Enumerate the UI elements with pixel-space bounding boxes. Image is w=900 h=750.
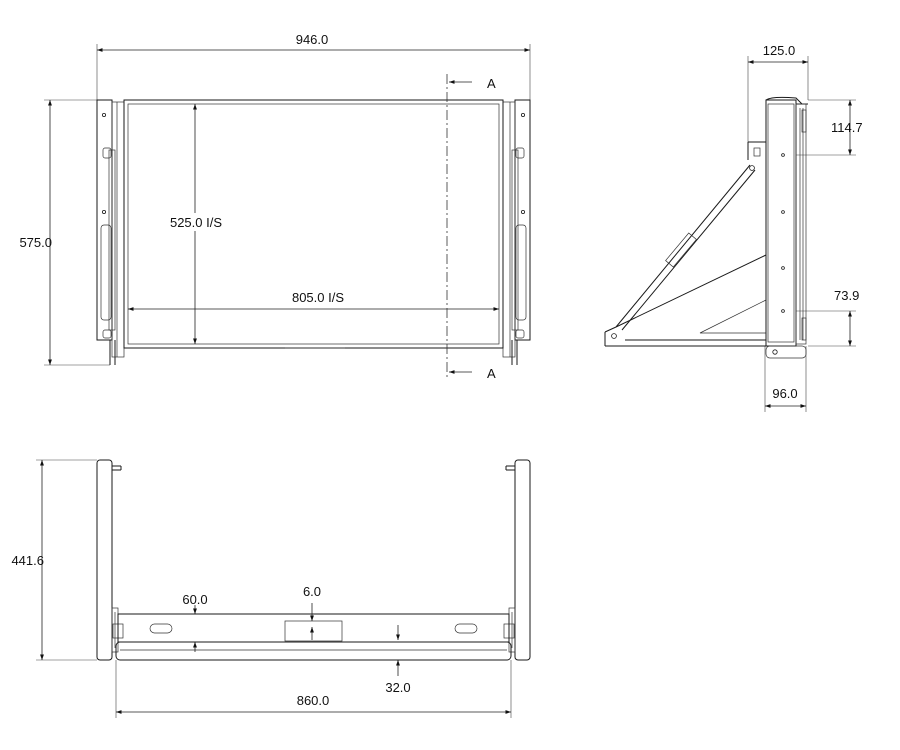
top-overall-depth-label: 441.6 <box>11 553 44 568</box>
side-depth-bottom-label: 96.0 <box>772 386 797 401</box>
front-view: 946.0 575.0 <box>19 32 531 381</box>
section-label-top: A <box>487 76 496 91</box>
side-top-offset-label: 114.7 <box>831 120 863 135</box>
side-depth-top-label: 125.0 <box>763 43 796 58</box>
side-depth-bottom-dimension: 96.0 <box>764 346 807 412</box>
top-overall-width-dimension: 860.0 <box>115 660 512 718</box>
top-view: 441.6 <box>11 459 531 718</box>
front-inner-width-dimension: 805.0 I/S <box>128 290 499 311</box>
front-screen-frame <box>123 99 504 349</box>
top-slot-height-label: 6.0 <box>303 584 321 599</box>
top-bracket-height-dimension: 60.0 <box>182 592 208 652</box>
top-overall-width-label: 860.0 <box>297 693 330 708</box>
front-inner-height-label: 525.0 I/S <box>170 215 222 230</box>
top-overall-depth-dimension: 441.6 <box>11 459 97 661</box>
side-depth-top-dimension: 125.0 <box>747 43 809 150</box>
section-label-bottom: A <box>487 366 496 381</box>
side-screen-housing <box>753 96 808 359</box>
front-overall-width-dimension: 946.0 <box>96 32 531 100</box>
top-lower-gap-dimension: 32.0 <box>385 625 411 695</box>
section-line-a: A A <box>446 74 496 381</box>
side-bottom-offset-label: 73.9 <box>834 288 859 303</box>
front-overall-height-dimension: 575.0 <box>19 99 110 366</box>
side-support-bracket <box>604 141 767 347</box>
side-bottom-offset-dimension: 73.9 <box>796 288 859 347</box>
top-lower-gap-label: 32.0 <box>385 680 410 695</box>
front-overall-width-label: 946.0 <box>296 32 329 47</box>
front-left-side-plate <box>96 99 125 365</box>
top-bracket-height-label: 60.0 <box>182 592 207 607</box>
front-inner-width-label: 805.0 I/S <box>292 290 344 305</box>
front-right-side-plate <box>502 99 531 365</box>
top-front-bracket <box>115 613 512 661</box>
top-right-side-rail <box>503 459 531 661</box>
front-inner-height-dimension: 525.0 I/S <box>163 104 229 344</box>
top-slot-height-dimension: 6.0 <box>303 584 321 640</box>
front-overall-height-label: 575.0 <box>19 235 52 250</box>
top-left-side-rail <box>96 459 124 661</box>
side-view: 125.0 114.7 73.9 96.0 <box>604 43 863 412</box>
